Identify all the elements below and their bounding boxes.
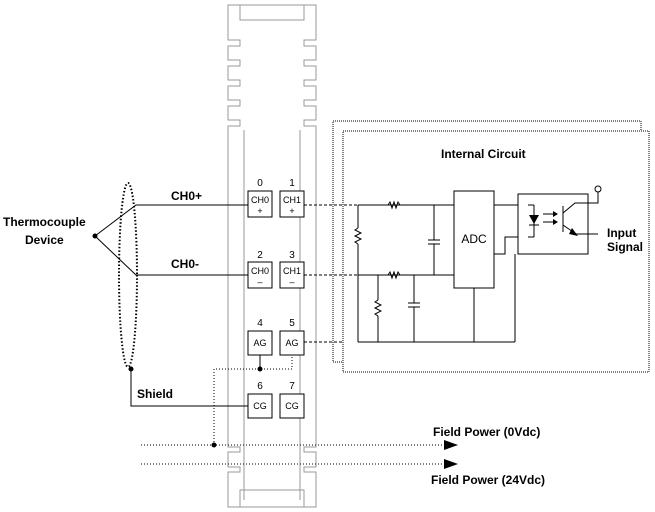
svg-text:6: 6 xyxy=(257,381,263,392)
svg-text:2: 2 xyxy=(257,250,263,261)
field-power-24v-arrow xyxy=(444,459,458,469)
resistor-upper xyxy=(387,200,401,210)
svg-text:3: 3 xyxy=(289,250,295,261)
light-arrow-1-head xyxy=(553,211,558,217)
svg-text:AG: AG xyxy=(253,338,266,348)
svg-text:CG: CG xyxy=(253,401,267,411)
terminal-4: 4 AG xyxy=(247,318,273,356)
svg-text:+: + xyxy=(289,206,294,216)
ch0-plus-label: CH0+ xyxy=(171,189,202,203)
terminal-5: 5 AG xyxy=(279,318,305,356)
ag-link-dotted xyxy=(213,355,293,445)
adc-out-wire-2 xyxy=(494,236,528,255)
resistor-ground xyxy=(373,299,383,317)
internal-circuit-label: Internal Circuit xyxy=(441,147,526,161)
shield-ellipse xyxy=(118,182,138,368)
internal-circuit-box xyxy=(342,130,650,373)
terminal-2: 2 CH0 – xyxy=(247,250,273,289)
svg-text:4: 4 xyxy=(257,318,263,329)
field-power-24v-label: Field Power (24Vdc) xyxy=(431,473,545,487)
svg-text:1: 1 xyxy=(289,178,295,189)
svg-text:CH0: CH0 xyxy=(251,266,269,276)
input-signal-label-2: Signal xyxy=(607,240,643,254)
svg-text:–: – xyxy=(257,277,262,287)
resistor-lower xyxy=(387,270,401,280)
svg-text:CH1: CH1 xyxy=(283,266,301,276)
vcc-terminal-icon xyxy=(594,185,602,193)
svg-text:CH0: CH0 xyxy=(251,195,269,205)
terminal-3: 3 CH1 – xyxy=(279,250,305,289)
svg-text:5: 5 xyxy=(289,318,295,329)
svg-text:CH1: CH1 xyxy=(283,195,301,205)
ch0-plus-wire xyxy=(94,204,248,237)
terminal-7: 7 CG xyxy=(279,381,305,419)
ag-junction xyxy=(257,366,263,372)
adc-block xyxy=(453,190,495,289)
terminal-0: 0 CH0 + xyxy=(247,178,273,218)
svg-text:CG: CG xyxy=(285,401,299,411)
vcc-wire xyxy=(590,192,599,204)
field-power-0v-arrow xyxy=(444,440,458,450)
svg-text:7: 7 xyxy=(289,381,295,392)
phototransistor-collector xyxy=(562,202,590,214)
adc-label: ADC xyxy=(461,232,487,246)
device-label-2: Device xyxy=(25,233,64,247)
phototransistor-emitter-arrow xyxy=(569,228,578,236)
terminal-block-top-notch xyxy=(239,5,305,21)
shield-wire xyxy=(130,369,248,407)
ch0-minus-label: CH0- xyxy=(171,257,199,271)
terminal-block-bottom-notch xyxy=(239,489,305,507)
led-icon xyxy=(529,215,539,224)
svg-text:AG: AG xyxy=(285,338,298,348)
light-arrow-2-head xyxy=(553,219,558,225)
svg-text:–: – xyxy=(289,277,294,287)
resistor-shunt-left xyxy=(353,227,363,245)
svg-text:0: 0 xyxy=(257,178,263,189)
terminal-block-outline xyxy=(227,4,317,508)
terminal-1: 1 CH1 + xyxy=(279,178,305,218)
shield-label: Shield xyxy=(137,387,173,401)
terminal-6: 6 CG xyxy=(247,381,273,419)
input-signal-label: Input xyxy=(607,226,636,240)
svg-text:+: + xyxy=(257,206,262,216)
field-power-0v-label: Field Power (0Vdc) xyxy=(433,425,540,439)
device-label: Thermocouple xyxy=(3,215,86,229)
